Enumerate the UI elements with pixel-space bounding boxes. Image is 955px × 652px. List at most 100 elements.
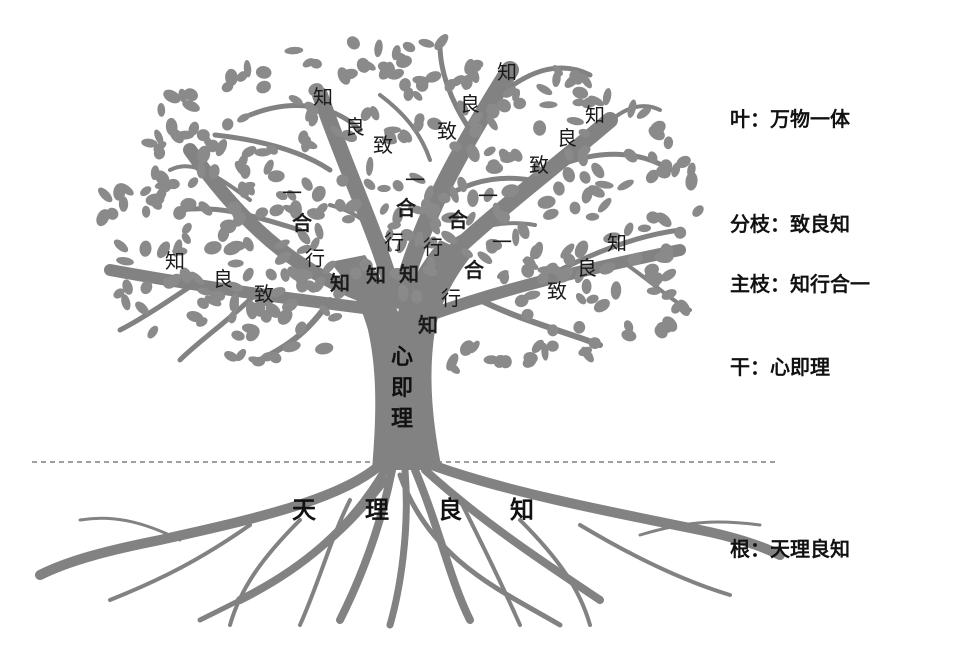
label-zhi: 知 [165,249,185,273]
leaf [497,98,511,113]
leaf [537,195,556,209]
leaf [562,167,575,183]
trunk-char: 心 [390,345,413,370]
leaf [187,177,199,188]
leaf [447,362,461,374]
label-liang: 良 [460,92,480,116]
leaf [499,270,510,285]
label-yi: 一 [492,230,512,254]
leaf [547,324,559,337]
leaf [532,241,544,260]
leaf [147,325,159,339]
leaf [227,259,244,268]
leaf [261,352,275,362]
root [427,460,785,560]
branch [378,93,432,162]
leaf [533,120,547,136]
leaf [269,286,286,298]
leaf [637,224,651,233]
leaf [277,308,293,325]
leaf [468,111,484,127]
leaf [560,243,575,259]
leaf [429,221,441,235]
leaf [660,159,673,172]
leaf [594,180,614,189]
leaf [497,211,511,224]
root [397,472,563,628]
leaf [141,205,151,218]
leaf [314,222,324,240]
leaf [685,171,698,191]
leaf [385,228,394,242]
leaf [310,58,322,69]
leaf [204,295,222,307]
leaf [623,320,634,333]
leaf [656,212,672,228]
root-char: 天 [292,496,316,524]
leaf [265,268,277,281]
leaf [308,113,319,127]
leaf [441,230,458,245]
leaf [215,138,228,157]
leaf [557,266,574,283]
leaf [384,129,397,143]
branch [557,151,673,173]
leaf [374,39,383,58]
leaf [154,129,164,145]
leaf [553,181,565,196]
label-xing: 行 [423,235,443,259]
leaf [610,281,622,300]
leaf [231,330,245,341]
leaf [409,172,426,184]
leaf [646,287,661,296]
leaf [282,298,298,312]
leaf [531,339,544,354]
label-liang: 良 [557,126,577,150]
leaf [650,272,663,286]
leaf [163,89,181,104]
leaf [502,86,517,98]
leaf [441,212,460,223]
branch [437,175,533,203]
leaf [486,103,500,119]
leaf [139,240,152,257]
leaf [483,146,496,157]
leaf [301,177,313,191]
root [336,466,396,624]
leaf [449,186,459,203]
leaf [654,251,674,264]
leaf [392,179,404,192]
leaf [379,203,390,215]
leaf [661,268,677,282]
leaf [222,118,234,131]
branch [312,87,403,308]
leaf [237,113,251,123]
root-char: 理 [365,496,389,524]
leaf [483,187,494,203]
leaf [394,52,408,62]
legend-leaves: 叶：万物一体 [730,107,850,131]
leaf [636,106,652,119]
leaf [116,257,134,266]
leaf [106,207,119,220]
leaf [671,162,681,178]
leaf [431,215,442,228]
leaf [569,201,581,215]
leaf [310,237,320,251]
leaf [466,144,480,163]
trunk-char: 即 [390,376,413,401]
leaf [591,162,605,179]
label-zhi4: 致 [373,133,393,157]
leaf [564,148,574,161]
leaf [523,256,536,267]
leaf [242,237,254,252]
leaf [197,297,209,309]
leaf [645,169,659,184]
leaf [581,187,593,204]
leaf [172,239,183,257]
leaf [434,34,449,50]
branch [453,221,537,242]
leaf [333,286,346,300]
label-zhi: 知 [418,313,438,337]
leaf [512,88,521,102]
